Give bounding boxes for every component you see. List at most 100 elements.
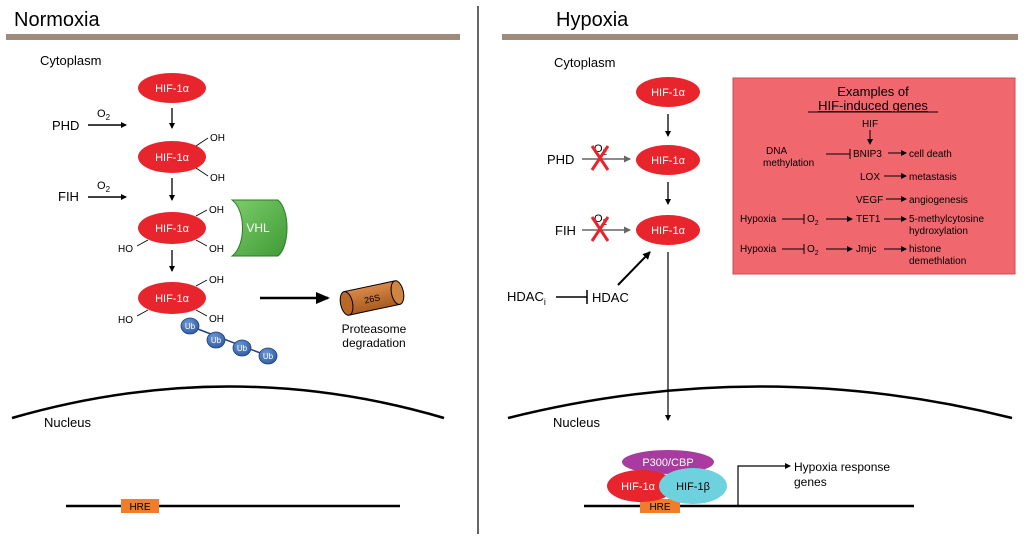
lox-label: LOX (860, 172, 880, 183)
normoxia-header-bar (6, 34, 460, 40)
jmjc-effect-line1: histone (909, 244, 942, 255)
transcription-arrow (737, 463, 791, 506)
phd-label-hypoxia: PHD (547, 152, 574, 167)
nucleus-label-hypoxia: Nucleus (553, 415, 600, 430)
oh-label-4b: OH (209, 314, 224, 325)
ub-label-2: Ub (211, 336, 222, 345)
nucleus-membrane-normoxia (11, 385, 445, 420)
bnip3-label: BNIP3 (853, 149, 882, 160)
ub-bead-3 (232, 339, 252, 357)
hif1b-ellipse (659, 468, 727, 504)
phd-blocked-x-icon (590, 145, 610, 171)
oh-label-3a: OH (209, 205, 224, 216)
hif1a-dna-ellipse (607, 470, 675, 502)
hif1a-hyp-ellipse-1 (636, 77, 700, 107)
oh-bond-3a (195, 209, 208, 217)
examples-box: Examples of HIF-induced genes HIF DNA me… (732, 77, 1016, 275)
dna-methylation-line1: DNA (766, 146, 787, 157)
hypoxia-title: Hypoxia (556, 9, 629, 31)
hypoxia-cytoplasm-label: Cytoplasm (554, 55, 615, 70)
hre-label-normoxia: HRE (129, 502, 150, 513)
ub-label-3: Ub (237, 344, 248, 353)
p300-cbp-ellipse (622, 450, 714, 474)
oh-bond-3b (195, 239, 208, 247)
fih-label-normoxia: FIH (58, 189, 79, 204)
oh-bond-2b (195, 167, 209, 177)
ho-label-4: HO (118, 315, 133, 326)
hif1a-ellipse-1 (138, 73, 206, 103)
hif1a-ellipse-3 (138, 212, 206, 244)
ho-bond-4 (136, 309, 149, 317)
fih-label-hypoxia: FIH (555, 223, 576, 238)
hif1a-hyp-label-2: HIF-1α (651, 155, 686, 167)
vhl-label: VHL (246, 221, 270, 235)
hypoxia-label-jmjc: Hypoxia (740, 244, 777, 255)
hif1a-hyp-label-1: HIF-1α (651, 87, 686, 99)
oh-bond-4a (195, 279, 208, 287)
nucleus-membrane-hypoxia (507, 385, 1013, 420)
jmjc-label: Jmjc (856, 244, 877, 255)
oh-label-3b: OH (209, 244, 224, 255)
hypoxia-panel: Hypoxia Cytoplasm HIF-1α HIF-1α HIF-1α P… (502, 9, 1018, 513)
nucleus-label-normoxia: Nucleus (44, 415, 91, 430)
hif1a-dna-label: HIF-1α (621, 481, 656, 493)
ub-bead-2 (206, 331, 226, 349)
o2-label-phd: O2 (97, 108, 111, 122)
x-stroke-d (590, 216, 610, 242)
vegf-label: VEGF (856, 195, 883, 206)
hypoxia-response-line1: Hypoxia response (794, 460, 890, 474)
ub-label-4: Ub (263, 352, 274, 361)
proteasome-label-line1: Proteasome (342, 322, 407, 336)
oh-bond-4b (195, 309, 208, 317)
jmjc-effect-line2: demethlation (909, 256, 966, 267)
o2-label-tet1: O2 (807, 214, 819, 227)
ub-bead-1 (180, 317, 200, 335)
p300-cbp-label: P300/CBP (642, 457, 693, 469)
hif1a-hyp-ellipse-2 (636, 145, 700, 175)
hif1a-label-3: HIF-1α (155, 223, 190, 235)
examples-title-line1: Examples of (837, 84, 909, 99)
cell-death-label: cell death (909, 149, 952, 160)
proteasome-left-cap (339, 291, 354, 316)
ho-bond-3 (136, 239, 149, 247)
hif1a-label-4: HIF-1α (155, 293, 190, 305)
angiogenesis-label: angiogenesis (909, 195, 968, 206)
ub-label-1: Ub (185, 322, 196, 331)
oh-label-4a: OH (209, 275, 224, 286)
tet1-effect-line1: 5-methylcytosine (909, 214, 984, 225)
examples-box-bg (732, 77, 1016, 275)
oh-bond-2a (195, 137, 209, 147)
hypoxia-header-bar (502, 34, 1018, 40)
vhl-shape (230, 199, 288, 257)
fih-blocked-x-icon (590, 216, 610, 242)
dna-methylation-line2: methylation (763, 158, 814, 169)
hre-box-normoxia (121, 499, 159, 513)
hif1a-hyp-ellipse-3 (636, 215, 700, 245)
ub-link (189, 325, 269, 357)
o2-label-fih: O2 (97, 180, 111, 194)
x-stroke-b (590, 145, 610, 171)
ubiquitin-chain: Ub Ub Ub Ub (180, 317, 278, 365)
tet1-label: TET1 (856, 214, 881, 225)
oh-label-2b: OH (210, 173, 225, 184)
proteasome-right-cap (390, 280, 405, 305)
hif-label-box: HIF (862, 119, 878, 130)
metastasis-label: metastasis (909, 172, 957, 183)
hif1a-hyp-label-3: HIF-1α (651, 225, 686, 237)
hdac-activation-arrow (617, 251, 651, 286)
o2-label-jmjc: O2 (807, 244, 819, 257)
hdaci-label: HDACi (507, 289, 546, 307)
hif1a-label-2: HIF-1α (155, 152, 190, 164)
hif1b-label: HIF-1β (676, 481, 710, 493)
hif1a-ellipse-2 (138, 141, 206, 173)
normoxia-panel: Normoxia Cytoplasm HIF-1α PHD O2 HIF-1α … (6, 9, 460, 513)
ho-label-3: HO (118, 244, 133, 255)
hif1a-ellipse-4 (138, 282, 206, 314)
hypoxia-label-tet1: Hypoxia (740, 214, 777, 225)
examples-title-line2: HIF-induced genes (818, 98, 928, 113)
proteasome-26s-label: 26S (363, 292, 381, 305)
hif1a-label-1: HIF-1α (155, 83, 190, 95)
normoxia-cytoplasm-label: Cytoplasm (40, 53, 101, 68)
proteasome-26s: 26S (339, 280, 405, 316)
